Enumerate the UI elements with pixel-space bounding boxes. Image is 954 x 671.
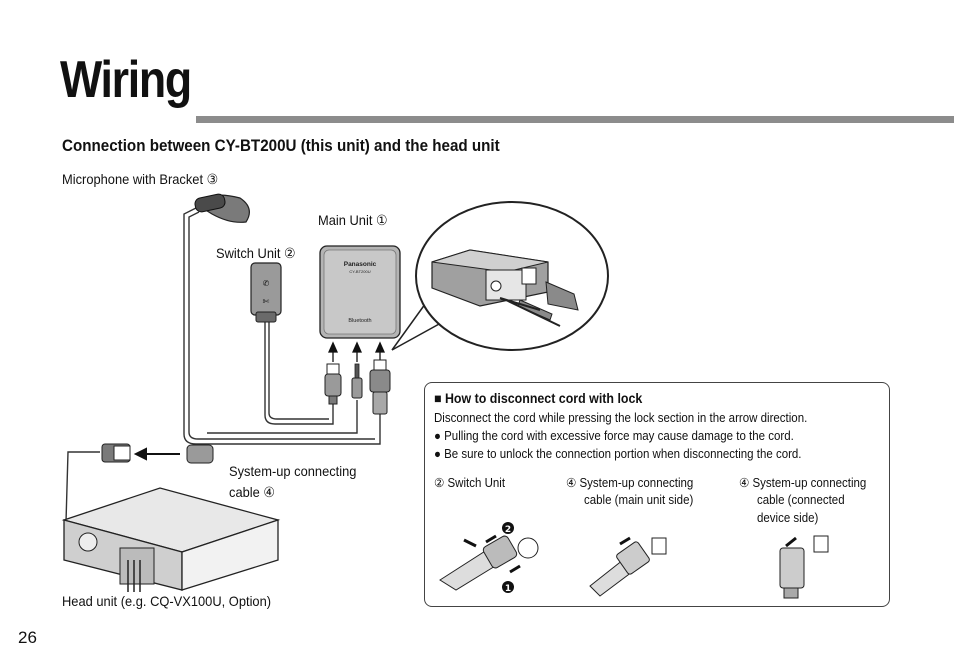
microphone-icon xyxy=(194,193,250,223)
bluetooth-label: Bluetooth xyxy=(348,318,371,324)
switch-unit-caption: ② Switch Unit xyxy=(434,476,506,490)
svg-text:✄: ✄ xyxy=(263,297,270,306)
microphone-label: Microphone with Bracket ③ xyxy=(62,171,219,187)
page-number: 26 xyxy=(18,628,37,647)
main-unit-icon: Panasonic CY-BT200U Bluetooth xyxy=(319,245,401,339)
head-unit-lead xyxy=(65,451,100,523)
lock-box-heading: ■ How to disconnect cord with lock xyxy=(434,391,643,406)
page-title: Wiring xyxy=(60,51,192,109)
cable-label-line1: System-up connecting xyxy=(229,463,357,479)
switch-unit-cable xyxy=(264,318,334,425)
svg-text:2: 2 xyxy=(505,525,511,535)
system-up-cable xyxy=(207,400,358,434)
svg-text:✆: ✆ xyxy=(263,279,270,288)
main-unit-label: Main Unit ① xyxy=(318,212,388,228)
brand-label: Panasonic xyxy=(344,261,377,268)
section-heading: Connection between CY-BT200U (this unit)… xyxy=(62,137,500,155)
cable-end-icon xyxy=(186,444,214,464)
main-side-caption-line1: ④ System-up connecting xyxy=(566,476,694,490)
device-side-caption-line3: device side) xyxy=(757,511,819,525)
jack-plug-icon xyxy=(351,363,363,399)
zoom-callout xyxy=(391,201,609,351)
lock-box-bullet: ● Pulling the cord with excessive force … xyxy=(434,429,794,443)
device-side-caption-line1: ④ System-up connecting xyxy=(739,476,867,490)
lock-info-box xyxy=(424,382,890,607)
switch-unit-label: Switch Unit ② xyxy=(216,245,296,261)
cable-label-line2: cable ④ xyxy=(229,484,275,500)
main-side-lock-illustration xyxy=(589,536,667,597)
head-unit-label: Head unit (e.g. CQ-VX100U, Option) xyxy=(62,593,272,609)
cable-connector-icon xyxy=(369,359,391,415)
title-rule xyxy=(196,116,954,123)
device-side-caption-line2: cable (connected xyxy=(757,493,845,507)
lock-box-bullet: ● Be sure to unlock the connection porti… xyxy=(434,447,802,461)
switch-connector-icon xyxy=(324,363,342,405)
head-unit-icon xyxy=(61,443,281,592)
microphone-cable xyxy=(183,207,381,445)
main-side-caption-line2: cable (main unit side) xyxy=(584,493,694,507)
model-label: CY-BT200U xyxy=(349,269,370,274)
svg-text:1: 1 xyxy=(505,584,511,594)
lock-box-intro: Disconnect the cord while pressing the l… xyxy=(434,411,808,425)
switch-unit-lock-illustration: 2 1 xyxy=(439,522,539,594)
switch-unit-icon: ✆ ✄ xyxy=(250,262,282,323)
device-side-lock-illustration xyxy=(779,535,829,599)
